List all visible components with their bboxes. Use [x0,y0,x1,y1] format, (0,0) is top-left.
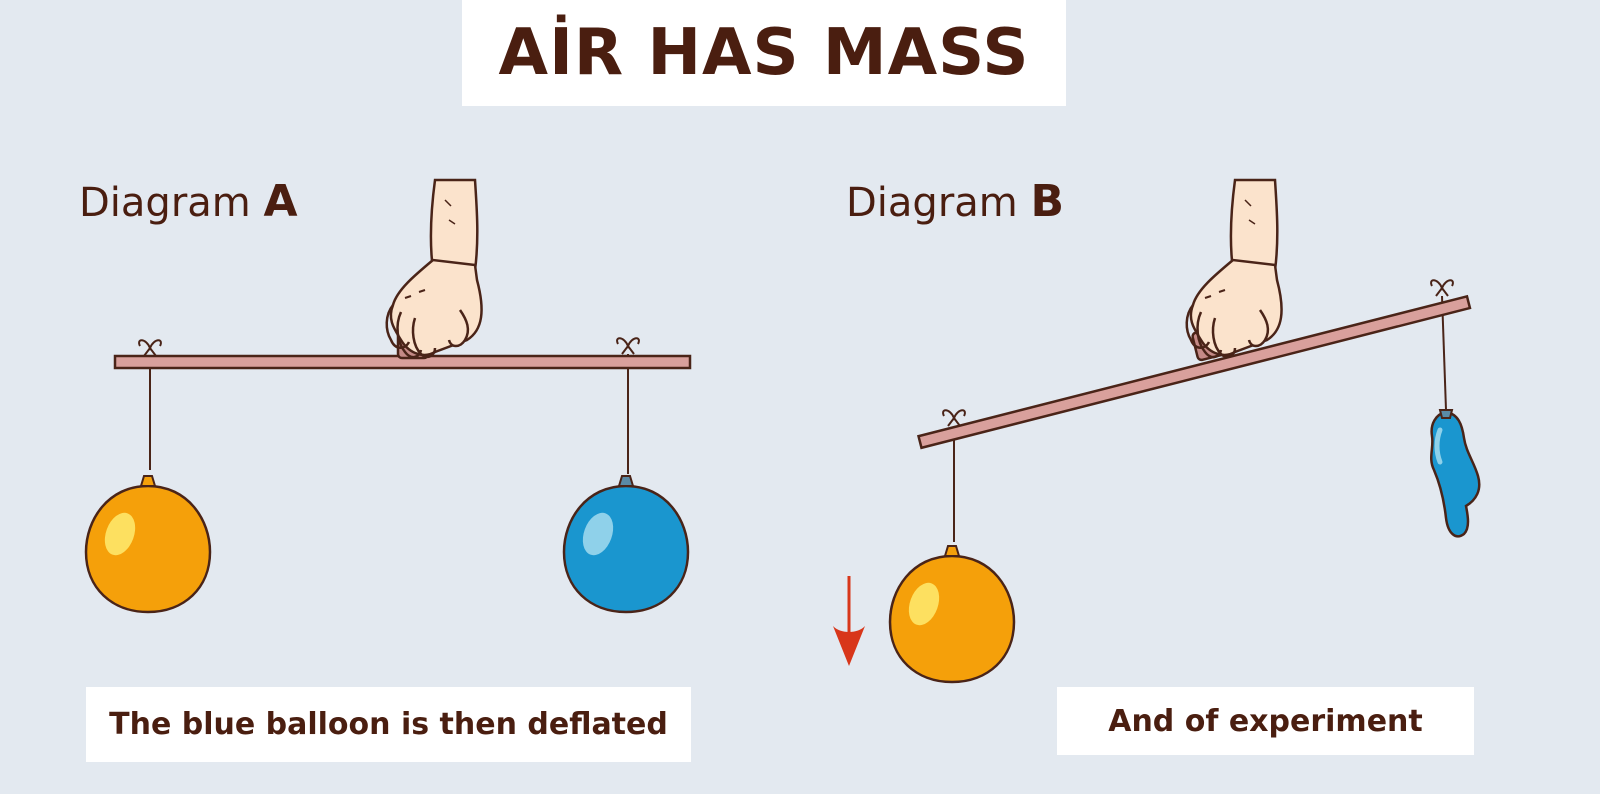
hand-icon [1185,178,1283,359]
left-knot [942,409,966,427]
caption-b-text: And of experiment [1108,703,1423,739]
page-title: AİR HAS MASS [498,16,1030,90]
caption-box-b: And of experiment [1057,687,1474,755]
hand-icon [385,178,483,359]
title-banner: AİR HAS MASS [462,0,1066,106]
diagram-b-label: Diagram B [846,176,1064,227]
diagram-b-letter: B [1030,176,1065,227]
caption-a-text: The blue balloon is then deflated [109,707,668,742]
balance-stick [916,294,1472,450]
deflated-balloon-icon [1430,409,1481,538]
orange-balloon-icon [888,544,1016,684]
diagram-a-prefix: Diagram [79,180,251,226]
right-knot [1430,279,1454,297]
diagram-b-prefix: Diagram [846,180,1018,226]
diagram-a-scene [84,178,692,614]
caption-box-a: The blue balloon is then deflated [86,687,691,762]
left-knot [138,339,162,357]
diagram-b-scene [833,178,1481,684]
orange-balloon-icon [84,474,212,614]
down-arrow-icon [833,576,865,666]
diagram-a-label: Diagram A [79,176,298,227]
diagram-a-letter: A [263,176,298,227]
blue-balloon-icon [562,474,690,614]
right-knot [616,337,640,355]
